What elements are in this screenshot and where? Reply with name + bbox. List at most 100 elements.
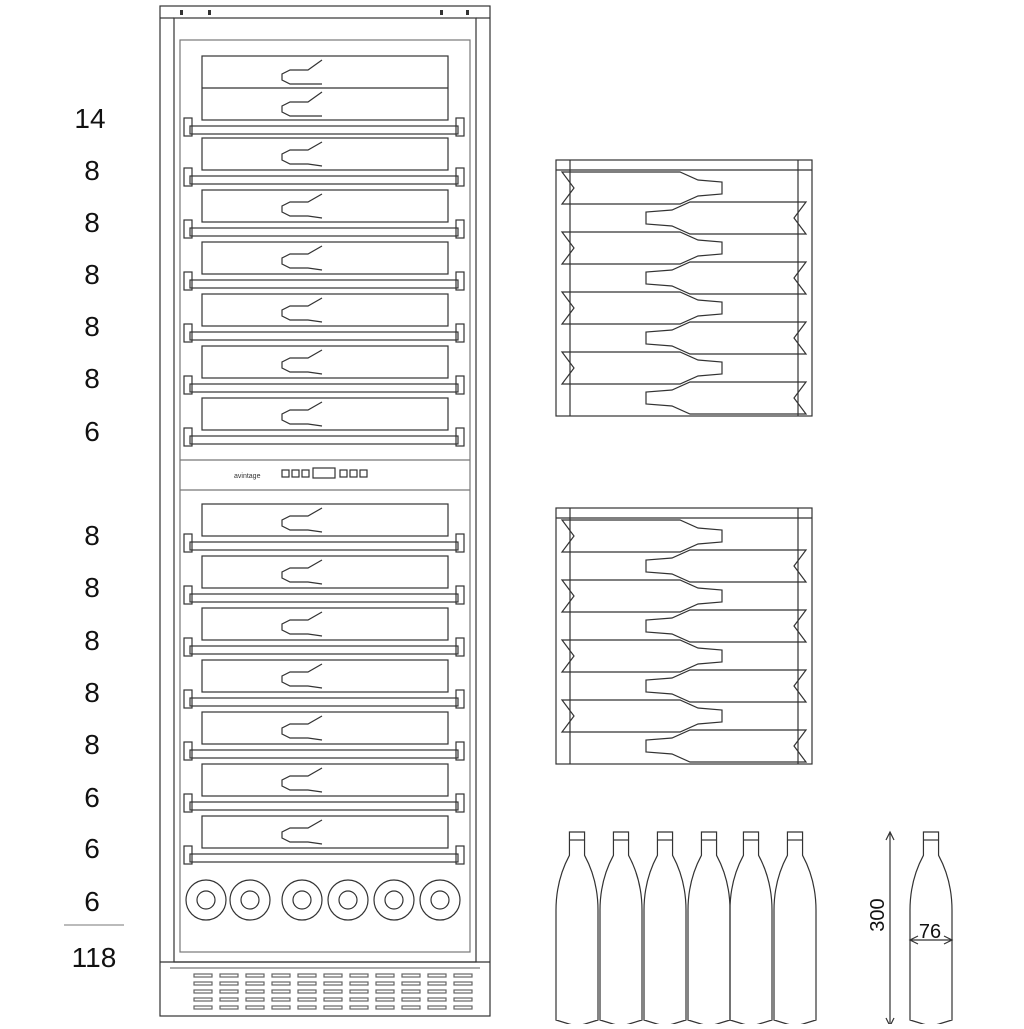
shelf-runner-left — [183, 585, 193, 605]
vent-slot — [401, 997, 421, 1002]
shelf-capacity-label: 8 — [84, 207, 100, 238]
bottle-silhouette — [773, 831, 817, 1027]
shelf — [183, 189, 465, 239]
vent-slot — [297, 981, 317, 986]
bottle-neck-outline — [281, 297, 323, 323]
detail-bottle-left — [645, 669, 808, 703]
vent-slot — [349, 989, 369, 994]
shelf-runner-right — [455, 585, 465, 605]
vent-slot — [375, 981, 395, 986]
shelf — [183, 503, 465, 553]
detail-bottle-left — [645, 201, 808, 235]
shelf-detail-view-lower — [555, 507, 813, 765]
shelf-runner-left — [183, 375, 193, 395]
shelf-rail — [189, 749, 459, 759]
shelf-rail — [189, 801, 459, 811]
bottle-diameter-label: 76 — [919, 921, 941, 943]
detail-bottle-right — [560, 519, 723, 553]
diameter-arrow-left — [908, 935, 919, 945]
shelf-rail — [189, 279, 459, 289]
control-panel: avintage — [180, 459, 470, 491]
bottle-silhouette — [687, 831, 731, 1027]
bottle-silhouette — [555, 831, 599, 1027]
bottle-punt-circle — [292, 890, 312, 910]
bottle-neck-outline — [281, 401, 323, 427]
vent-slot — [297, 973, 317, 978]
bottle-base-circle — [281, 879, 323, 921]
vent-slot — [375, 973, 395, 978]
shelf-capacity-label: 8 — [84, 677, 100, 708]
vent-slot — [453, 981, 473, 986]
bottom-standing-bottles — [185, 879, 461, 921]
shelf-bottle-outline — [201, 241, 449, 275]
vent-slot — [323, 1005, 343, 1010]
vent-slot — [453, 1005, 473, 1010]
shelf-rail — [189, 645, 459, 655]
vent-slot — [271, 1005, 291, 1010]
shelves-group — [183, 55, 465, 865]
bottle-base-circle — [327, 879, 369, 921]
shelf-rail — [189, 593, 459, 603]
detail-bottle-left — [645, 549, 808, 583]
shelf-capacity-label: 8 — [84, 729, 100, 760]
shelf-runner-left — [183, 427, 193, 447]
cabinet-inner-liner — [179, 39, 471, 953]
shelf-bottle-outline — [201, 555, 449, 589]
shelf-capacity-label: 6 — [84, 833, 100, 864]
bottle-height-label: 300 — [867, 898, 889, 931]
panel-button — [301, 469, 310, 478]
total-capacity-label: 118 — [72, 942, 117, 973]
shelf-bottle-outline — [201, 815, 449, 849]
shelf-rail — [189, 331, 459, 341]
vent-slot — [453, 989, 473, 994]
bottle-neck-outline — [281, 663, 323, 689]
vent-slot — [193, 1005, 213, 1010]
detail-bottle-right — [560, 171, 723, 205]
height-arrow-top — [885, 830, 895, 841]
bottle-punt-circle — [240, 890, 260, 910]
vent-slot — [219, 973, 239, 978]
vent-slot — [245, 997, 265, 1002]
shelf-runner-right — [455, 793, 465, 813]
detail-outline — [555, 507, 813, 765]
vent-slot — [245, 1005, 265, 1010]
vent-slot — [245, 989, 265, 994]
vent-slot — [375, 1005, 395, 1010]
detail-bottle-right — [560, 639, 723, 673]
vent-slot — [323, 973, 343, 978]
shelf-rail — [189, 853, 459, 863]
shelf-runner-left — [183, 167, 193, 187]
vent-slot — [349, 981, 369, 986]
vent-slot — [427, 1005, 447, 1010]
shelf-runner-left — [183, 271, 193, 291]
shelf-capacity-label: 8 — [84, 572, 100, 603]
vent-slot — [401, 989, 421, 994]
vent-slot — [349, 1005, 369, 1010]
shelf-runner-right — [455, 323, 465, 343]
vent-slot — [271, 997, 291, 1002]
panel-button — [291, 469, 300, 478]
bottle-base-circle — [185, 879, 227, 921]
shelf-bottle-outline — [201, 503, 449, 537]
vent-slot — [427, 973, 447, 978]
shelf-runner-right — [455, 845, 465, 865]
detail-bottle-left — [645, 729, 808, 763]
vent-slot — [349, 997, 369, 1002]
shelf-bottle-outline — [201, 345, 449, 379]
shelf-rail — [189, 383, 459, 393]
bottle-neck-outline — [281, 59, 323, 85]
shelf-capacity-label: 6 — [84, 886, 100, 917]
shelf — [183, 137, 465, 187]
hinge-mark — [440, 10, 443, 15]
vent-slot — [323, 997, 343, 1002]
panel-display — [312, 467, 336, 479]
detail-bottle-left — [645, 321, 808, 355]
shelf-bottle-outline — [201, 293, 449, 327]
cabinet-outer-frame — [159, 5, 491, 1017]
shelf — [183, 555, 465, 605]
detail-bottle-right — [560, 231, 723, 265]
shelf-detail-view-upper — [555, 159, 813, 417]
bottle-row — [555, 831, 817, 1027]
vent-slot — [297, 997, 317, 1002]
